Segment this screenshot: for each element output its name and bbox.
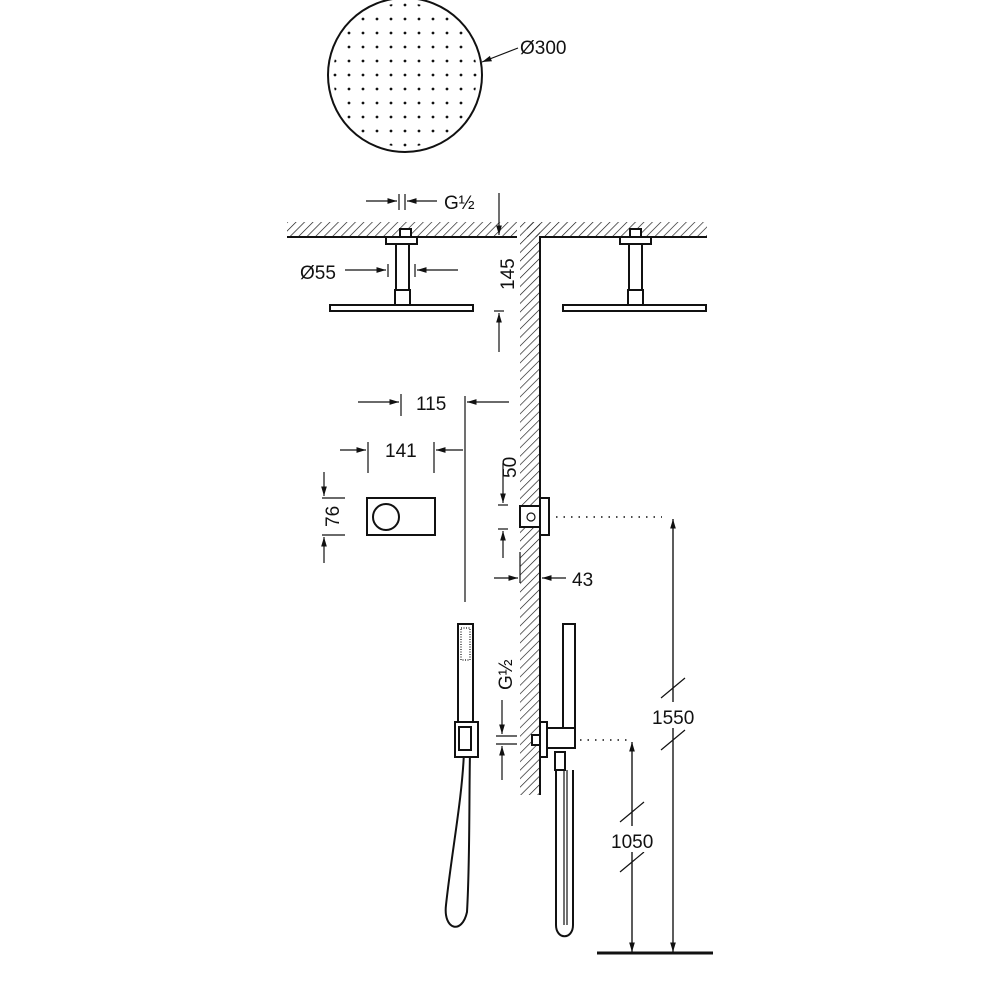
plate-width-label: 141	[385, 441, 417, 462]
plate-height-label: 76	[323, 506, 344, 527]
outlet-thread-dimension: G½	[496, 659, 517, 780]
outlet-height-label: 1050	[611, 832, 653, 853]
arm-length-label: 145	[498, 258, 519, 290]
mixer-height-label: 1550	[652, 708, 694, 729]
ceiling-arm-left	[329, 228, 474, 312]
head-diameter-label: Ø300	[520, 38, 566, 59]
hand-shower-side-view	[531, 623, 576, 938]
ceiling-thread-dimension: G½	[366, 193, 502, 235]
ceiling-thread-label: G½	[444, 193, 475, 214]
arm-diameter-label: Ø55	[300, 263, 336, 284]
mixer-plate-front-view	[366, 497, 436, 536]
wall-offset-label: 115	[416, 394, 446, 415]
wall-depth-dimension: 43	[494, 552, 593, 591]
arm-length-dimension: 145	[494, 258, 519, 352]
arm-diameter-dimension: Ø55	[300, 263, 458, 284]
plate-height-dimension: 76	[321, 472, 345, 563]
round-shower-head-top-view: Ø300	[327, 0, 566, 153]
mixer-offset-label: 50	[500, 457, 521, 478]
wall-depth-label: 43	[572, 570, 593, 591]
mixer-side-view	[519, 497, 550, 536]
outlet-thread-label: G½	[496, 659, 517, 690]
hand-shower-front-view	[444, 623, 479, 928]
mixer-height-dimension: 1550	[648, 519, 698, 952]
ceiling-arm-right	[562, 228, 707, 312]
mixer-offset-dimension: 50	[498, 457, 521, 558]
wall-offset-dimension: 115	[358, 394, 509, 602]
plate-width-dimension: 141	[340, 441, 463, 473]
outlet-height-dimension: 1050	[607, 742, 657, 952]
